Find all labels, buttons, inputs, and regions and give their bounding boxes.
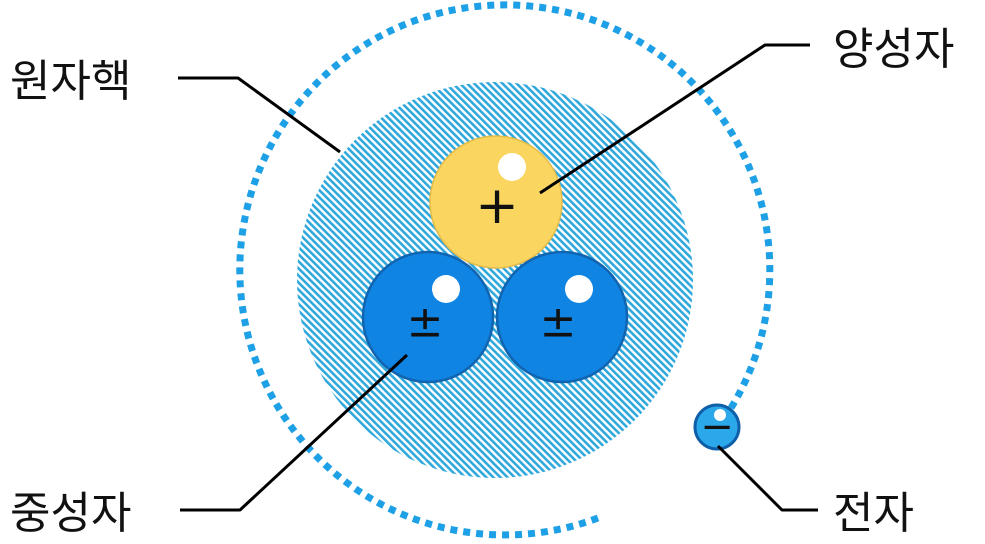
neutron-left-sign: ± — [407, 297, 444, 348]
nucleus-leader-line — [178, 78, 340, 152]
proton-particle: + — [430, 136, 562, 268]
electron-label: 전자 — [833, 488, 914, 539]
electron-leader-line — [718, 446, 818, 510]
electron-sign: − — [700, 404, 734, 450]
neutron-label: 중성자 — [10, 488, 131, 539]
proton-sign: + — [475, 176, 519, 236]
electron-particle: − — [695, 404, 739, 450]
proton-label: 양성자 — [833, 24, 954, 75]
nucleus-label: 원자핵 — [10, 56, 131, 107]
neutron-particle-right: ± — [497, 252, 627, 382]
neutron-right-sign: ± — [540, 297, 577, 348]
neutron-particle-left: ± — [363, 252, 493, 382]
